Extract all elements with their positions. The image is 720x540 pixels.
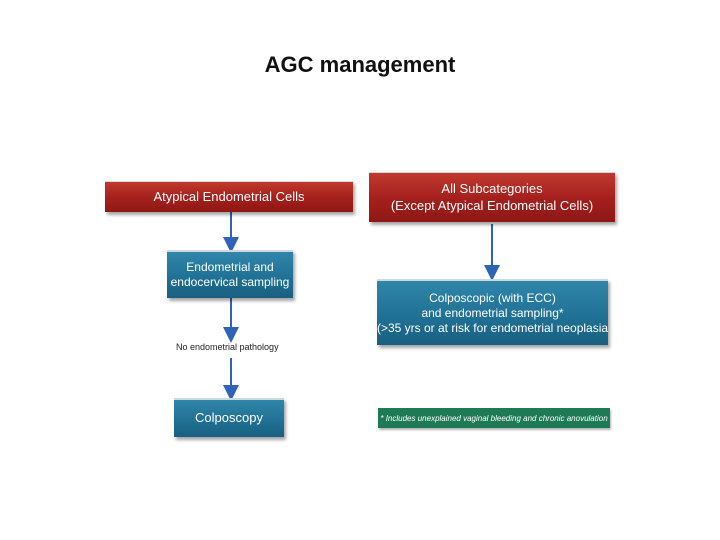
footnote-text: * Includes unexplained vaginal bleeding … — [380, 413, 608, 423]
atypical-endometrial-header-label: Atypical Endometrial Cells — [153, 188, 305, 204]
endometrial-sampling-box: Endometrial and endocervical sampling — [167, 250, 293, 298]
all-subcategories-line2: (Except Atypical Endometrial Cells) — [390, 197, 594, 213]
endometrial-sampling-line1: Endometrial and — [186, 260, 274, 274]
colposcopic-ecc-box: Colposcopic (with ECC) and endometrial s… — [377, 279, 608, 345]
endometrial-sampling-line2: endocervical sampling — [170, 275, 290, 289]
footnote-box: * Includes unexplained vaginal bleeding … — [378, 408, 610, 428]
all-subcategories-line1: All Subcategories — [441, 181, 543, 197]
atypical-endometrial-header: Atypical Endometrial Cells — [105, 181, 353, 212]
no-pathology-condition: No endometrial pathology — [176, 342, 279, 352]
colposcopic-ecc-line2: and endometrial sampling* — [421, 305, 564, 320]
page-title: AGC management — [264, 52, 456, 77]
colposcopic-ecc-line1: Colposcopic (with ECC) — [429, 290, 556, 305]
colposcopy-box: Colposcopy — [174, 398, 284, 437]
colposcopy-label: Colposcopy — [195, 410, 263, 426]
all-subcategories-header: All Subcategories (Except Atypical Endom… — [369, 172, 615, 222]
colposcopic-ecc-line3: (>35 yrs or at risk for endometrial neop… — [376, 320, 609, 335]
